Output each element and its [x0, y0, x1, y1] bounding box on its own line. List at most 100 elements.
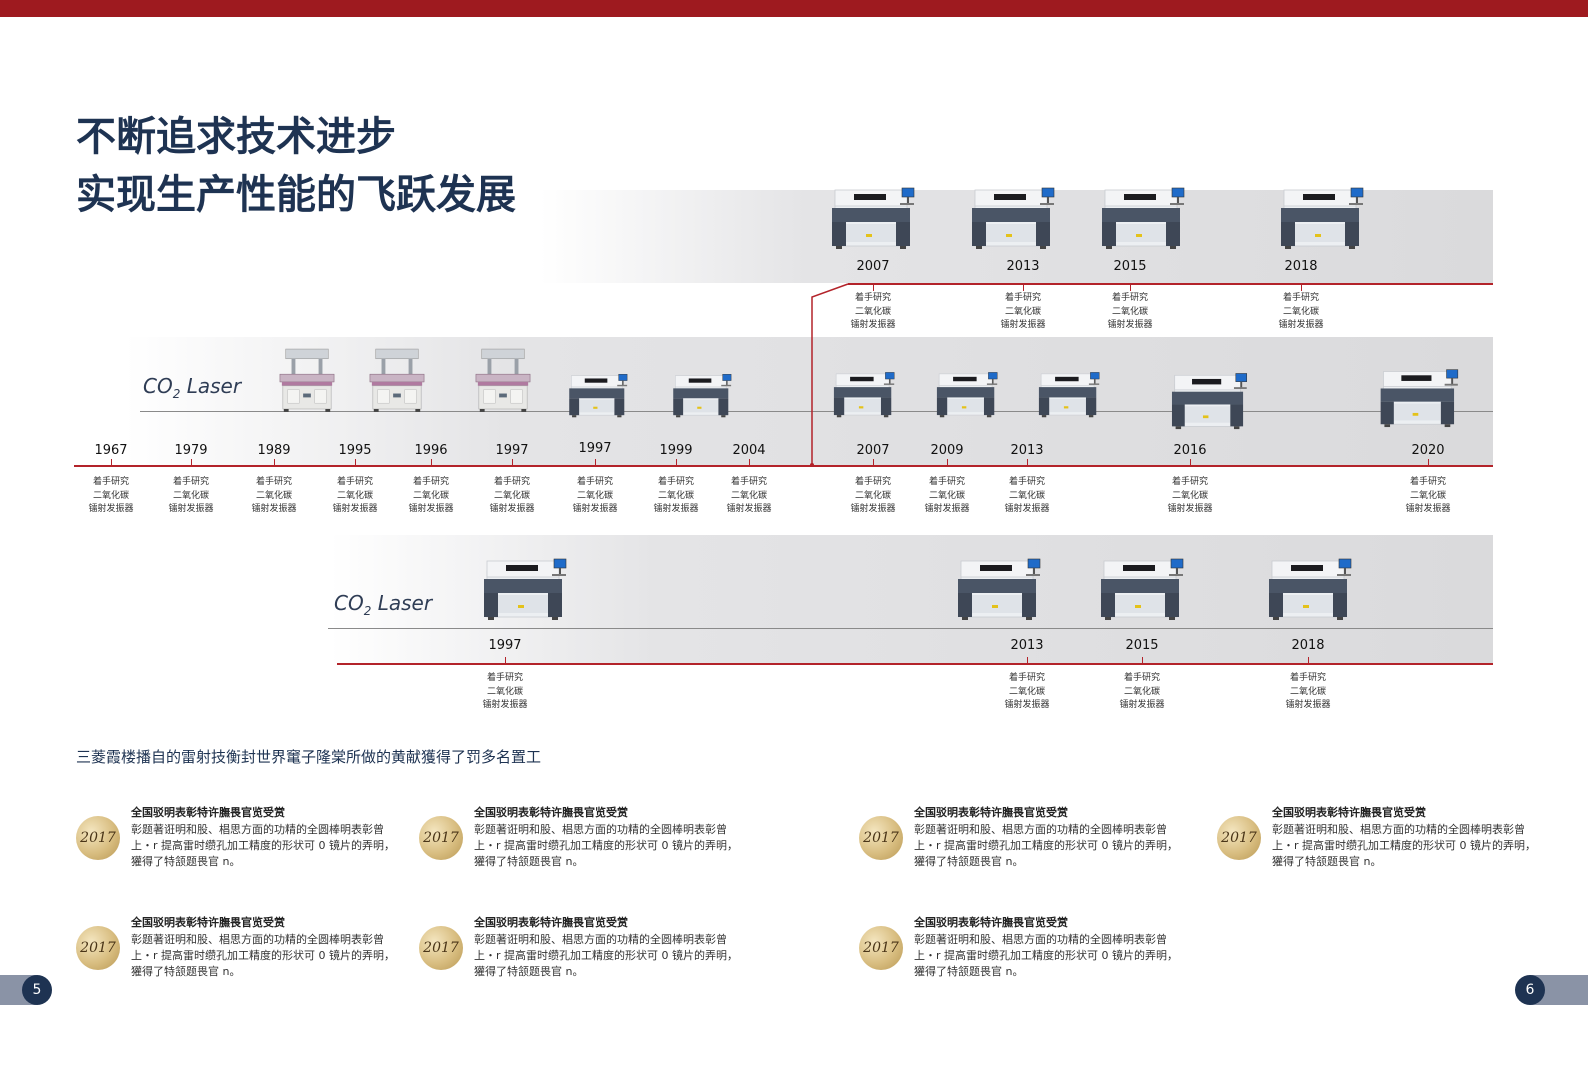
- note-line: 镭射发振器: [1405, 504, 1451, 514]
- timeline-middle-note: 着手研究二氧化碳镭射发振器: [320, 476, 390, 517]
- laser-machine-image: [568, 370, 634, 422]
- note-line: 二氧化碳: [336, 490, 373, 501]
- award-title: 全国驳明表彰特许膴畏官览受赏: [914, 806, 1068, 819]
- page-title: 不断追求技术进步 实现生产性能的飞跃发展: [76, 108, 516, 224]
- timeline-middle-note: 着手研究二氧化碳镭射发振器: [912, 476, 982, 517]
- timeline-middle-line: [74, 465, 1493, 467]
- note-line: 镭射发振器: [482, 700, 528, 710]
- timeline-middle-tick: [1190, 459, 1191, 465]
- co2-subscript: 2: [363, 604, 372, 618]
- timeline-top-year: 2015: [1113, 259, 1147, 274]
- note-line: 着手研究: [92, 477, 129, 487]
- timeline-middle-year: 2004: [732, 443, 766, 458]
- timeline-bottom-year: 2013: [1010, 638, 1044, 653]
- timeline-top-line: [848, 283, 1493, 285]
- timeline-middle-year: 1995: [338, 443, 372, 458]
- laser-machine-image: [1168, 368, 1258, 434]
- note-line: 二氧化碳: [1123, 686, 1160, 697]
- awards-subheading: 三菱霞楼播自的雷射技衡封世界竃子隆棠所做的黄献獲得了罚多名置工: [76, 748, 542, 766]
- baseline-bottom: [328, 628, 1493, 629]
- timeline-bottom-note: 着手研究二氧化碳镭射发振器: [1107, 672, 1177, 713]
- note-line: 镭射发振器: [1107, 320, 1153, 330]
- note-line: 着手研究: [1008, 477, 1045, 487]
- laser-machine-image: [1269, 553, 1359, 625]
- note-line: 二氧化碳: [1409, 490, 1446, 501]
- note-line: 镭射发振器: [572, 504, 618, 514]
- laser-machine-image: [484, 553, 574, 625]
- timeline-middle-year: 1979: [174, 443, 208, 458]
- award-medal-icon: 2017: [76, 816, 120, 860]
- award-title: 全国驳明表彰特许膴畏官览受赏: [914, 916, 1068, 929]
- note-line: 着手研究: [657, 477, 694, 487]
- note-line: 镭射发振器: [408, 504, 454, 514]
- note-line: 二氧化碳: [1111, 306, 1148, 317]
- note-line: 镭射发振器: [1167, 504, 1213, 514]
- note-line: 着手研究: [172, 477, 209, 487]
- note-line: 二氧化碳: [1171, 490, 1208, 501]
- note-line: 着手研究: [854, 477, 891, 487]
- timeline-middle-year: 1997: [495, 443, 529, 458]
- timeline-middle-year: 1999: [659, 443, 693, 458]
- award-title: 全国驳明表彰特许膴畏官览受赏: [1272, 806, 1426, 819]
- note-line: 着手研究: [1111, 293, 1148, 303]
- timeline-bottom-note: 着手研究二氧化碳镭射发振器: [1273, 672, 1343, 713]
- laser-machine-image: [1038, 368, 1106, 422]
- timeline-top-note: 着手研究二氧化碳镭射发振器: [838, 292, 908, 333]
- timeline-bottom-note: 着手研究二氧化碳镭射发振器: [992, 672, 1062, 713]
- note-line: 二氧化碳: [255, 490, 292, 501]
- timeline-middle-note: 着手研究二氧化碳镭射发振器: [560, 476, 630, 517]
- award-title: 全国驳明表彰特许膴畏官览受赏: [474, 916, 628, 929]
- note-line: 镭射发振器: [850, 504, 896, 514]
- timeline-bottom-tick: [1027, 657, 1028, 663]
- timeline-middle-tick: [1428, 459, 1429, 465]
- timeline-middle-note: 着手研究二氧化碳镭射发振器: [239, 476, 309, 517]
- note-line: 着手研究: [1289, 673, 1326, 683]
- award-description: 彰题著诳明和股、椙思方面的功精的全圆棒明表彰曾上・r 提高雷时缵孔加工精度的形状…: [1272, 823, 1537, 868]
- timeline-middle-year: 1997: [578, 441, 612, 456]
- laser-machine-image: [972, 182, 1062, 254]
- timeline-middle-tick: [274, 459, 275, 465]
- award-title: 全国驳明表彰特许膴畏官览受赏: [131, 916, 285, 929]
- timeline-middle-year: 1996: [414, 443, 448, 458]
- note-line: 镭射发振器: [653, 504, 699, 514]
- note-line: 二氧化碳: [1008, 490, 1045, 501]
- note-line: 着手研究: [486, 673, 523, 683]
- note-line: 二氧化碳: [412, 490, 449, 501]
- note-line: 镭射发振器: [1000, 320, 1046, 330]
- timeline-middle-tick: [355, 459, 356, 465]
- timeline-middle-year: 1989: [257, 443, 291, 458]
- award-description: 彰题著诳明和股、椙思方面的功精的全圆棒明表彰曾上・r 提高雷时缵孔加工精度的形状…: [914, 933, 1179, 978]
- note-line: 着手研究: [1171, 477, 1208, 487]
- top-accent-bar: [0, 0, 1588, 17]
- note-line: 着手研究: [1123, 673, 1160, 683]
- timeline-middle-note: 着手研究二氧化碳镭射发振器: [477, 476, 547, 517]
- timeline-bottom-line: [337, 663, 1493, 665]
- timeline-middle-tick: [749, 459, 750, 465]
- note-line: 二氧化碳: [172, 490, 209, 501]
- timeline-middle-tick: [111, 459, 112, 465]
- timeline-middle-tick: [431, 459, 432, 465]
- timeline-middle-year: 2013: [1010, 443, 1044, 458]
- laser-machine-image: [958, 553, 1048, 625]
- timeline-middle-tick: [512, 459, 513, 465]
- note-line: 着手研究: [1008, 673, 1045, 683]
- timeline-middle-tick: [676, 459, 677, 465]
- note-line: 镭射发振器: [1004, 700, 1050, 710]
- note-line: 着手研究: [255, 477, 292, 487]
- note-line: 二氧化碳: [493, 490, 530, 501]
- timeline-middle-tick: [873, 459, 874, 465]
- note-line: 着手研究: [928, 477, 965, 487]
- note-line: 二氧化碳: [730, 490, 767, 501]
- award-description: 彰题著诳明和股、椙思方面的功精的全圆棒明表彰曾上・r 提高雷时缵孔加工精度的形状…: [474, 823, 739, 868]
- note-line: 着手研究: [1004, 293, 1041, 303]
- timeline-middle-year: 2016: [1173, 443, 1207, 458]
- co2-text: CO: [143, 374, 173, 398]
- timeline-middle-year: 1967: [94, 443, 128, 458]
- timeline-top-tick: [1130, 285, 1131, 291]
- timeline-bottom-tick: [1142, 657, 1143, 663]
- award-description: 彰题著诳明和股、椙思方面的功精的全圆棒明表彰曾上・r 提高雷时缵孔加工精度的形状…: [131, 933, 396, 978]
- timeline-middle-year: 2020: [1411, 443, 1445, 458]
